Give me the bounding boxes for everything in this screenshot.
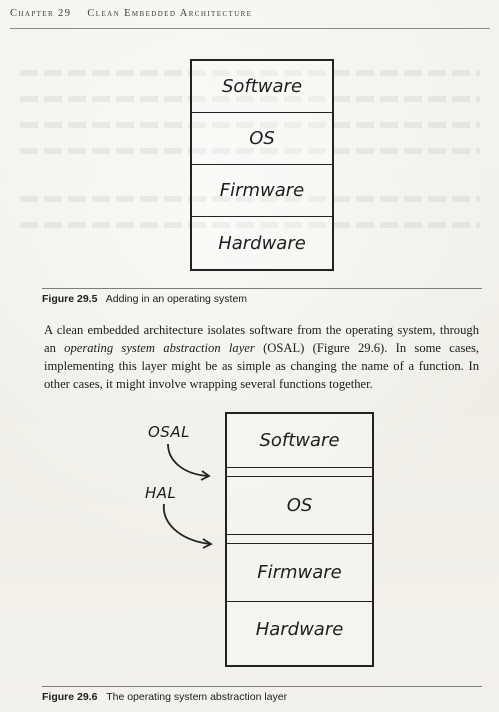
layer-hardware: Hardware <box>255 618 344 640</box>
chapter-number: Chapter 29 <box>10 8 72 19</box>
show-through-line <box>20 70 480 76</box>
osal-label: OSAL <box>148 423 190 441</box>
paragraph-italic: operating system abstraction layer <box>64 341 255 355</box>
paragraph-text-1: A clean embedded architecture isolates s… <box>44 323 479 355</box>
osal-arrow-icon <box>167 443 211 481</box>
caption-number: Figure 29.6 <box>42 691 98 703</box>
hal-arrow-icon <box>163 503 213 549</box>
show-through-line <box>20 122 480 128</box>
show-through-line <box>20 196 480 202</box>
body-paragraph: A clean embedded architecture isolates s… <box>44 321 479 393</box>
layer-software: Software <box>192 61 332 113</box>
figure-29-6-stack: Software OS Firmware Hardware <box>225 412 374 667</box>
layer-firmware: Firmware <box>192 165 332 217</box>
layer-os: OS <box>227 477 372 535</box>
running-head: Chapter 29 Clean Embedded Architecture <box>10 8 490 19</box>
header-rule <box>10 28 490 29</box>
figure-29-5-stack: Software OS Firmware Hardware <box>190 59 334 271</box>
layer-hal <box>227 535 372 544</box>
layer-osal <box>227 468 372 477</box>
caption-number: Figure 29.5 <box>42 293 98 305</box>
show-through-line <box>20 96 480 102</box>
show-through-line <box>20 222 480 228</box>
layer-firmware: Firmware <box>227 544 372 602</box>
caption-rule <box>42 686 482 687</box>
chapter-title: Clean Embedded Architecture <box>87 8 253 19</box>
layer-software: Software <box>227 414 372 468</box>
layer-hardware: Hardware <box>218 232 306 254</box>
caption-text: Adding in an operating system <box>105 293 248 305</box>
hal-label: HAL <box>145 484 177 502</box>
figure-29-5-caption: Figure 29.5 Adding in an operating syste… <box>42 293 247 305</box>
show-through-line <box>20 148 480 154</box>
paragraph-text-2: (OSAL) (Figure 29.6). In some cases, imp… <box>44 341 479 391</box>
figure-29-6-caption: Figure 29.6 The operating system abstrac… <box>42 691 287 703</box>
layer-os: OS <box>192 113 332 165</box>
caption-text: The operating system abstraction layer <box>106 691 288 703</box>
caption-rule <box>42 288 482 289</box>
